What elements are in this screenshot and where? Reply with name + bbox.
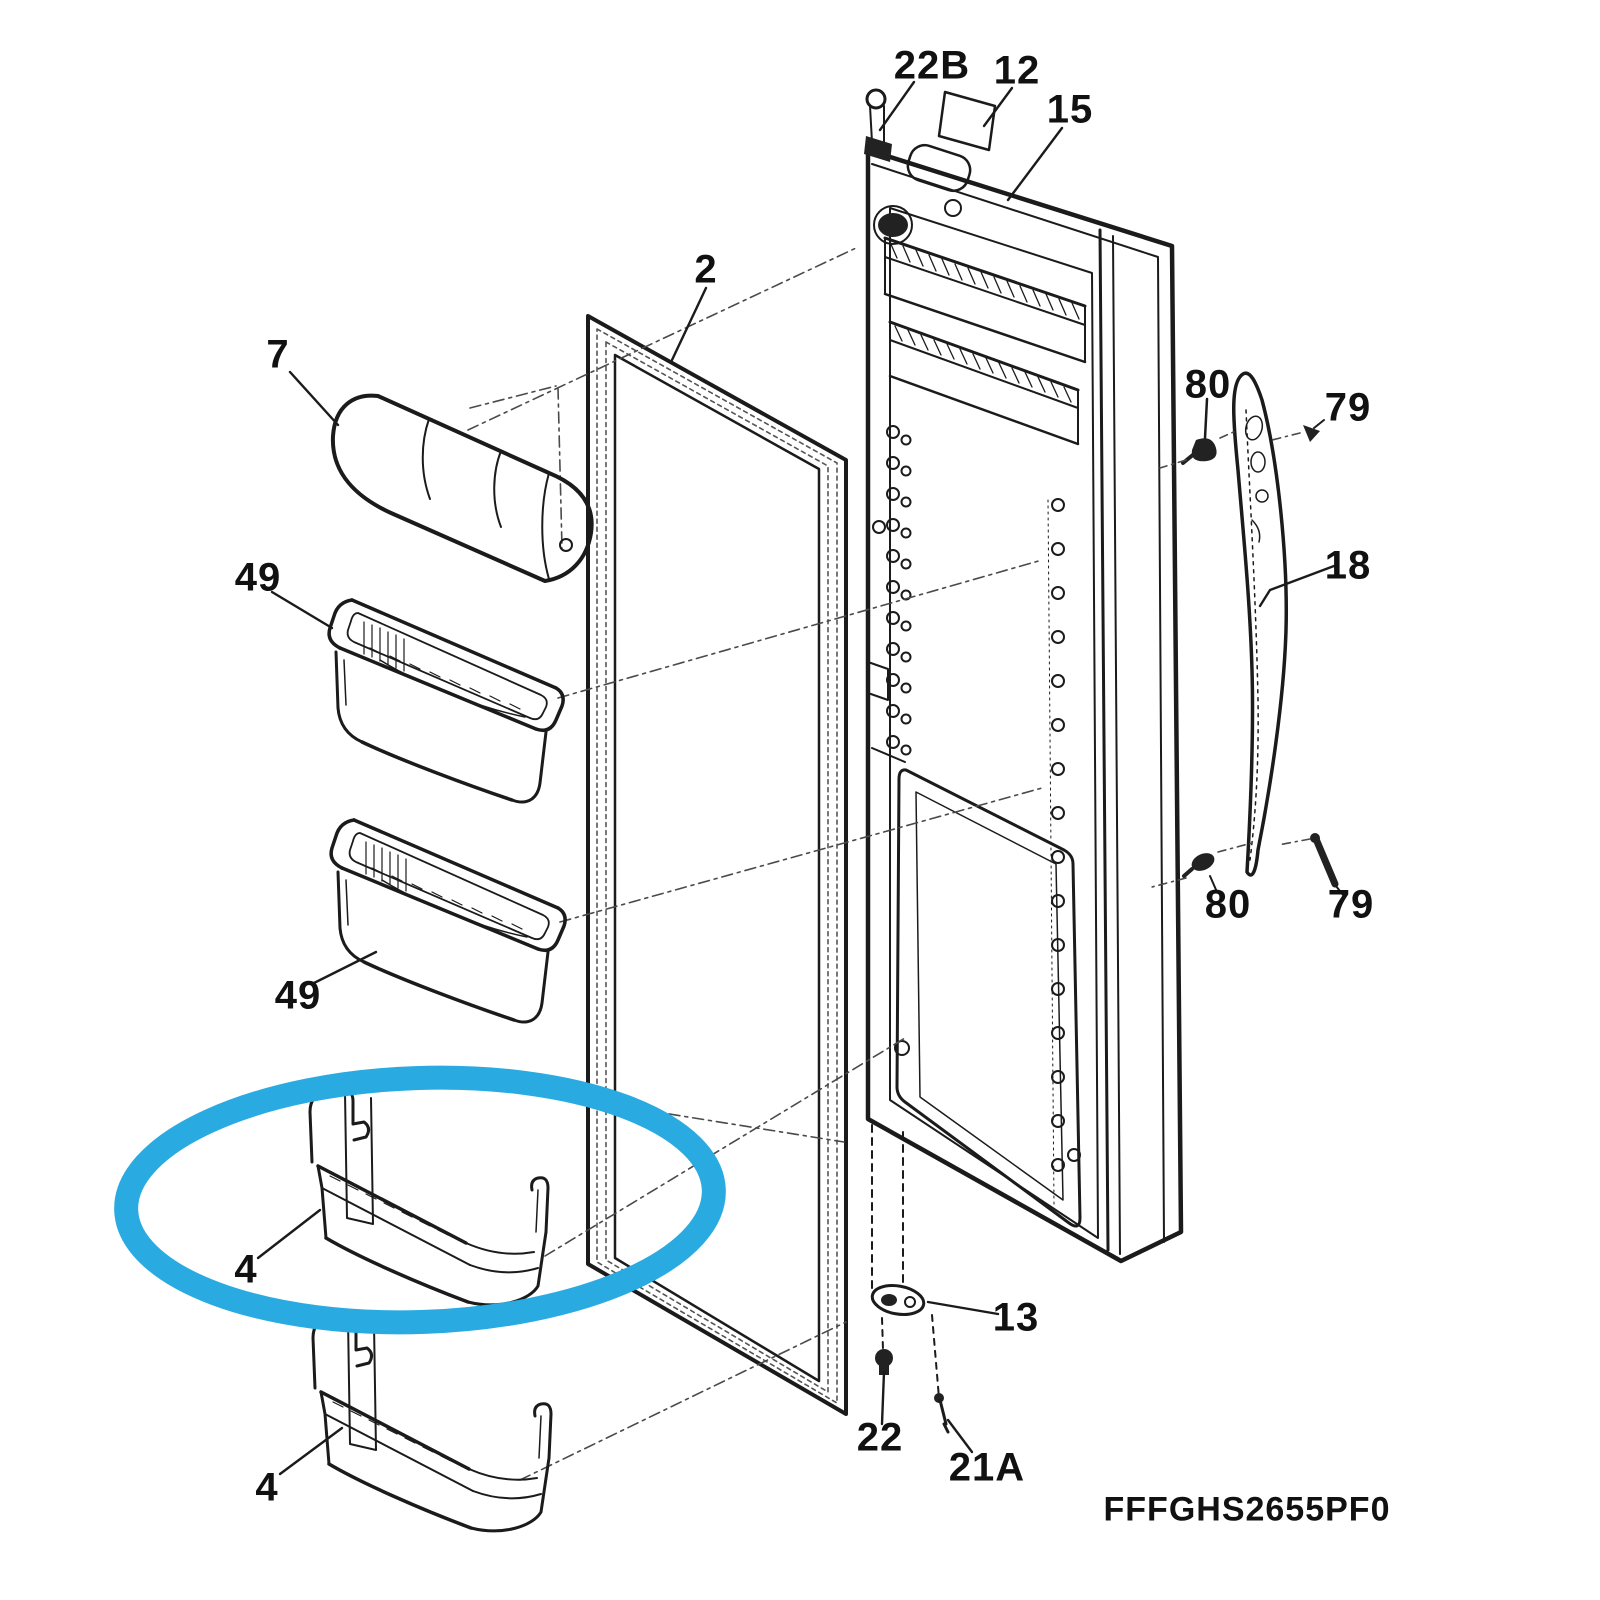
projection-lines: [431, 247, 1043, 1481]
part-label-49-lower: 49: [274, 973, 322, 1018]
plate-12: [937, 90, 997, 152]
part-label-2: 2: [694, 247, 718, 292]
part-label-79-bottom: 79: [1327, 882, 1375, 927]
leader-lines: [256, 80, 1336, 1476]
part-label-4-bottom: 4: [255, 1465, 279, 1510]
door-bin-4: [308, 1088, 550, 1307]
part-label-21a: 21A: [948, 1445, 1026, 1490]
part-label-15: 15: [1046, 87, 1094, 132]
part-label-49-upper: 49: [234, 555, 282, 600]
part-label-13: 13: [992, 1295, 1040, 1340]
dairy-bin-7: [330, 393, 594, 583]
handle-fasteners: [1151, 397, 1344, 896]
part-label-18: 18: [1324, 543, 1372, 588]
part-label-79-top: 79: [1324, 385, 1372, 430]
part-label-4-circled: 4: [234, 1247, 258, 1292]
part-label-12: 12: [993, 48, 1041, 93]
highlight-ellipse: [114, 1065, 726, 1335]
door-bin-49: [327, 598, 565, 804]
part-label-7: 7: [266, 332, 290, 377]
part-label-80-bottom: 80: [1204, 882, 1252, 927]
part-label-80-top: 80: [1184, 362, 1232, 407]
model-code: FFFGHS2655PF0: [1103, 1490, 1391, 1529]
door-gasket-2: [586, 314, 848, 1416]
part-label-22: 22: [856, 1415, 904, 1460]
part-label-22b: 22B: [893, 43, 971, 88]
bottom-hinge-parts: [870, 1124, 950, 1434]
door-panel-15: [864, 88, 1184, 1264]
door-handle-18: [1231, 371, 1288, 877]
